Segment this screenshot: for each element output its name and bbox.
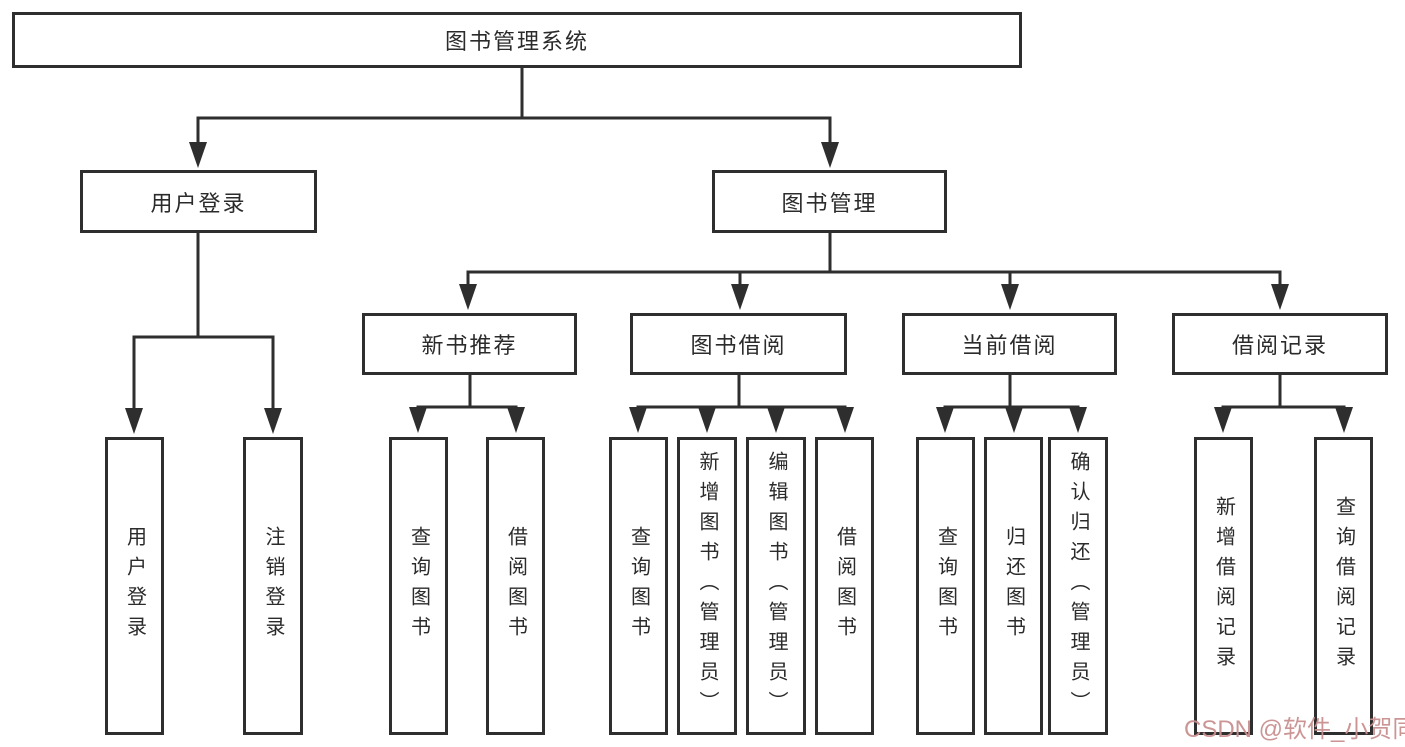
leaf-add-book-admin: 新增图书（管理员） [677, 437, 737, 735]
leaf-query-books-recommend-label: 查询图书 [407, 526, 430, 646]
leaf-return-books: 归还图书 [984, 437, 1043, 735]
leaf-borrow-books-recommend: 借阅图书 [486, 437, 545, 735]
leaf-borrow-books: 借阅图书 [815, 437, 874, 735]
node-borrow-records: 借阅记录 [1172, 313, 1388, 375]
node-book-borrow-label: 图书借阅 [690, 333, 787, 358]
node-user-login: 用户登录 [80, 170, 317, 233]
leaf-add-borrow-record-label: 新增借阅记录 [1212, 496, 1235, 676]
node-new-book-recommend-label: 新书推荐 [421, 333, 518, 358]
leaf-add-borrow-record: 新增借阅记录 [1194, 437, 1253, 735]
leaf-query-books-borrow-label: 查询图书 [627, 526, 650, 646]
leaf-query-borrow-record: 查询借阅记录 [1314, 437, 1373, 735]
leaf-confirm-return-admin: 确认归还（管理员） [1048, 437, 1108, 735]
root-node-library-system: 图书管理系统 [12, 12, 1022, 68]
leaf-query-borrow-record-label: 查询借阅记录 [1332, 496, 1355, 676]
connector-arrowheads [125, 142, 1353, 434]
connector-edges [132, 67, 1346, 409]
leaf-logout: 注销登录 [243, 437, 303, 735]
leaf-logout-label: 注销登录 [262, 526, 284, 646]
root-node-label: 图书管理系统 [444, 29, 589, 54]
node-borrow-records-label: 借阅记录 [1231, 333, 1328, 358]
leaf-query-books-current-label: 查询图书 [934, 526, 957, 646]
node-user-login-label: 用户登录 [150, 190, 247, 216]
leaf-add-book-admin-label: 新增图书（管理员） [696, 451, 718, 721]
node-new-book-recommend: 新书推荐 [362, 313, 577, 375]
leaf-user-login: 用户登录 [105, 437, 164, 735]
leaf-return-books-label: 归还图书 [1002, 526, 1025, 646]
leaf-query-books-borrow: 查询图书 [609, 437, 668, 735]
leaf-borrow-books-label: 借阅图书 [833, 526, 856, 646]
watermark: CSDN @软件_小贺同学 [1184, 716, 1405, 743]
leaf-borrow-books-recommend-label: 借阅图书 [504, 526, 527, 646]
leaf-query-books-current: 查询图书 [916, 437, 975, 735]
leaf-edit-book-admin: 编辑图书（管理员） [746, 437, 806, 735]
leaf-query-books-recommend: 查询图书 [389, 437, 448, 735]
node-book-management-label: 图书管理 [781, 190, 878, 216]
leaf-confirm-return-admin-label: 确认归还（管理员） [1067, 451, 1089, 721]
leaf-edit-book-admin-label: 编辑图书（管理员） [765, 451, 787, 721]
leaf-user-login-label: 用户登录 [123, 526, 146, 646]
node-book-borrow: 图书借阅 [630, 313, 847, 375]
node-current-borrow: 当前借阅 [902, 313, 1117, 375]
node-book-management: 图书管理 [712, 170, 947, 233]
node-current-borrow-label: 当前借阅 [961, 333, 1058, 358]
